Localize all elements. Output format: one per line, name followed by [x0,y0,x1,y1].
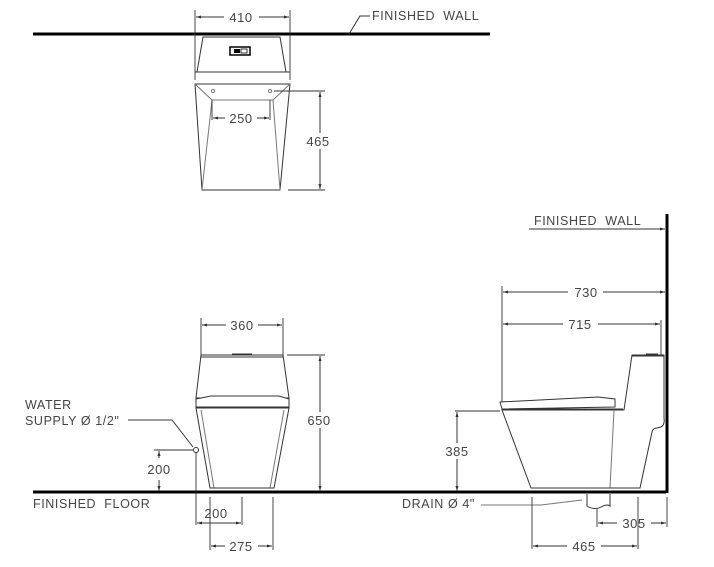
water-supply-leader [128,419,194,448]
water-supply-inlet-icon [193,447,199,453]
tank-front-outline [195,354,290,399]
dim-360: 360 [230,318,253,333]
dim-305: 305 [622,516,645,531]
water-supply-label-1: WATER [25,398,72,412]
bowl-front-outline [195,407,290,489]
floor-label: FINISHED FLOOR [33,497,150,511]
bolt-hole-right [267,88,273,94]
bowl-inner-line [609,409,615,489]
seat-side [499,396,616,410]
wall-label-side: FINISHED WALL [534,214,641,228]
dim-715: 715 [568,317,591,332]
flush-button-half [234,49,240,53]
seat-front [195,395,290,408]
dim-465-side: 465 [572,539,595,554]
dim-385: 385 [445,444,468,459]
water-supply-label-2: SUPPLY Ø 1/2" [25,414,119,428]
drain-leader [481,499,583,506]
top-view: FINISHED WALL 410 250 465 [33,9,490,191]
dim-410: 410 [229,10,252,25]
dim-250: 250 [229,111,252,126]
bowl-facet [269,409,285,489]
side-view: FINISHED WALL 730 715 385 DRAIN Ø 4" [402,214,669,554]
flush-button-half [240,48,248,54]
bolt-hole-left [210,88,216,94]
dim-200-height: 200 [147,462,170,477]
bowl-facet [200,409,215,489]
dim-465-top: 465 [306,134,329,149]
dim-730: 730 [574,285,597,300]
dim-275: 275 [229,539,252,554]
wall-label-leader [348,15,370,35]
front-view: FINISHED FLOOR 360 650 WATER SUPPLY Ø 1/… [25,318,666,554]
drain-pipe-icon [586,494,611,509]
toilet-side-outline [501,354,665,489]
dim-650: 650 [307,413,330,428]
dim-200-offset: 200 [204,506,227,521]
wall-label-top: FINISHED WALL [372,9,479,23]
drain-label: DRAIN Ø 4" [402,497,475,511]
